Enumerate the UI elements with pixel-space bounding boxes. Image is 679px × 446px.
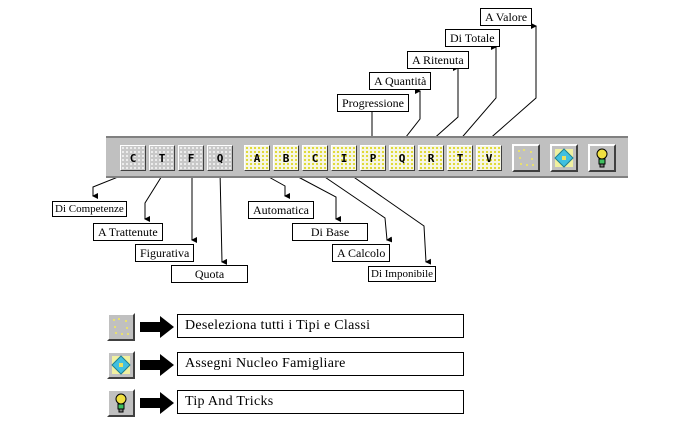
label-di-competenze: Di Competenze [52, 201, 127, 217]
legend-nucleo-icon-button [107, 351, 135, 379]
deselect-button[interactable] [512, 144, 540, 172]
label-di-imponibile: Di Imponibile [368, 266, 437, 282]
right-arrow-icon [140, 354, 174, 376]
nucleo-button[interactable] [550, 144, 578, 172]
bulb-icon [596, 148, 608, 168]
label-di-base: Di Base [292, 223, 368, 241]
legend-bulb-icon-button [107, 389, 135, 417]
label-progressione: Progressione [337, 94, 409, 112]
tips-button[interactable] [588, 144, 616, 172]
label-a-quantita: A Quantità [369, 72, 432, 90]
legend-text-nucleo: Assegni Nucleo Famigliare [177, 352, 464, 376]
label-a-calcolo: A Calcolo [332, 244, 391, 262]
classification-toolbar: C T F Q A B C I P Q R T V [106, 136, 628, 178]
tipo-button-t[interactable]: T [149, 145, 175, 171]
classe-button-p[interactable]: P [360, 145, 386, 171]
label-a-valore: A Valore [480, 8, 533, 26]
bulb-icon [115, 393, 127, 413]
classe-button-t[interactable]: T [447, 145, 473, 171]
tipo-button-q[interactable]: Q [207, 145, 233, 171]
legend-text-tips: Tip And Tricks [177, 390, 464, 414]
deselect-icon [113, 318, 129, 335]
label-a-trattenute: A Trattenute [93, 223, 163, 241]
label-automatica: Automatica [248, 201, 314, 219]
legend-deselect-icon-button [107, 313, 135, 341]
right-arrow-icon [140, 392, 174, 414]
classe-button-q[interactable]: Q [389, 145, 415, 171]
classe-button-v[interactable]: V [476, 145, 502, 171]
classe-button-c[interactable]: C [302, 145, 328, 171]
right-arrow-icon [140, 316, 174, 338]
legend-text-deselect: Deseleziona tutti i Tipi e Classi [177, 314, 464, 338]
label-a-ritenuta: A Ritenuta [407, 51, 469, 69]
classe-button-i[interactable]: I [331, 145, 357, 171]
classe-button-r[interactable]: R [418, 145, 444, 171]
nucleo-icon [111, 355, 131, 375]
deselect-icon [518, 149, 534, 166]
classe-button-b[interactable]: B [273, 145, 299, 171]
tipo-button-f[interactable]: F [178, 145, 204, 171]
nucleo-icon [554, 148, 574, 168]
tipo-button-c[interactable]: C [120, 145, 146, 171]
classe-button-a[interactable]: A [244, 145, 270, 171]
label-figurativa: Figurativa [135, 244, 195, 262]
label-di-totale: Di Totale [445, 29, 500, 47]
label-quota: Quota [171, 265, 248, 283]
